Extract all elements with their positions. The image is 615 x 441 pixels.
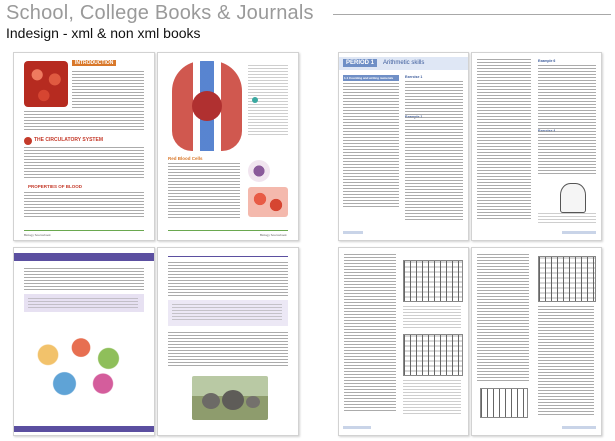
section-heading-red-blood-cells: Red Blood Cells bbox=[168, 156, 203, 161]
bottom-rule bbox=[168, 230, 288, 231]
workbook-page-2 bbox=[157, 247, 299, 436]
bottom-band bbox=[14, 426, 154, 432]
section-heading-blood: PROPERTIES OF BLOOD bbox=[28, 184, 83, 189]
bottom-rule bbox=[24, 230, 144, 231]
page-subtitle: Indesign - xml & non xml books bbox=[6, 25, 201, 41]
right-column-text bbox=[538, 306, 594, 416]
activity-panel-text bbox=[172, 304, 282, 322]
figure-caption bbox=[538, 213, 596, 223]
biology-page-1: INTRODUCTION THE CIRCULATORY SYSTEM PROP… bbox=[13, 52, 155, 241]
right-column-text-2 bbox=[403, 380, 461, 416]
example-label: Example 6 bbox=[538, 59, 556, 63]
intro-text bbox=[72, 71, 144, 109]
heart-center bbox=[192, 91, 222, 121]
intro-text bbox=[24, 268, 144, 290]
page-footer: Biology Sourcebook bbox=[24, 233, 51, 237]
section-heading-circulatory: THE CIRCULATORY SYSTEM bbox=[34, 137, 103, 143]
math-page-1: PERIOD 1 Arithmetic skills 1.1 Counting … bbox=[338, 52, 469, 241]
math-page-2: Example 6 Exercise 4 bbox=[471, 52, 602, 241]
activity-lines bbox=[28, 298, 138, 310]
math-page-4 bbox=[471, 247, 602, 436]
page-footer: Biology Sourcebook bbox=[260, 233, 287, 237]
lesson-bar: 1.1 Counting and writing numerals bbox=[343, 75, 399, 81]
page-footer bbox=[562, 426, 596, 429]
green-badge bbox=[252, 97, 258, 103]
header-band bbox=[14, 253, 154, 261]
red-blood-cells-image bbox=[24, 61, 68, 107]
right-column-text bbox=[538, 65, 596, 175]
cartoon-illustration bbox=[26, 326, 136, 398]
workbook-page-1 bbox=[13, 247, 155, 436]
exercise-label: Exercise 1 bbox=[405, 75, 423, 79]
chapter-title: Arithmetic skills bbox=[383, 60, 425, 66]
rbc-text bbox=[168, 163, 240, 219]
right-column-text bbox=[405, 81, 463, 221]
circulatory-text bbox=[24, 147, 144, 179]
biology-page-2: Red Blood Cells Biology Sourcebook bbox=[157, 52, 299, 241]
intro-text-2 bbox=[24, 111, 144, 131]
page-title: School, College Books & Journals bbox=[6, 2, 314, 24]
red-cells-photo bbox=[248, 187, 288, 217]
elephant-3 bbox=[246, 396, 260, 408]
heart-icon bbox=[24, 137, 32, 145]
header-line bbox=[168, 256, 288, 257]
math-page-3 bbox=[338, 247, 469, 436]
title-rule bbox=[333, 14, 611, 15]
cartoon-figure bbox=[560, 183, 586, 213]
elephant-2 bbox=[222, 390, 244, 410]
abacus-small bbox=[480, 388, 528, 418]
blood-text bbox=[24, 192, 144, 218]
page-footer bbox=[343, 426, 371, 429]
white-cell-image bbox=[248, 160, 270, 182]
left-column-text bbox=[344, 254, 396, 412]
abacus-diagram bbox=[403, 260, 463, 302]
period-label: PERIOD 1 bbox=[343, 59, 378, 67]
abacus-right bbox=[538, 256, 596, 302]
section-heading-introduction: INTRODUCTION bbox=[72, 60, 117, 66]
right-column-text bbox=[403, 306, 461, 328]
left-column-text bbox=[477, 254, 529, 382]
left-column-text bbox=[477, 59, 531, 219]
page-footer bbox=[343, 231, 363, 234]
elephant-1 bbox=[202, 393, 220, 409]
grammar-text bbox=[168, 332, 288, 368]
left-column-text bbox=[343, 83, 399, 207]
fill-in-lines bbox=[168, 262, 288, 296]
page-footer bbox=[562, 231, 596, 234]
abacus-diagram-2 bbox=[403, 334, 463, 376]
